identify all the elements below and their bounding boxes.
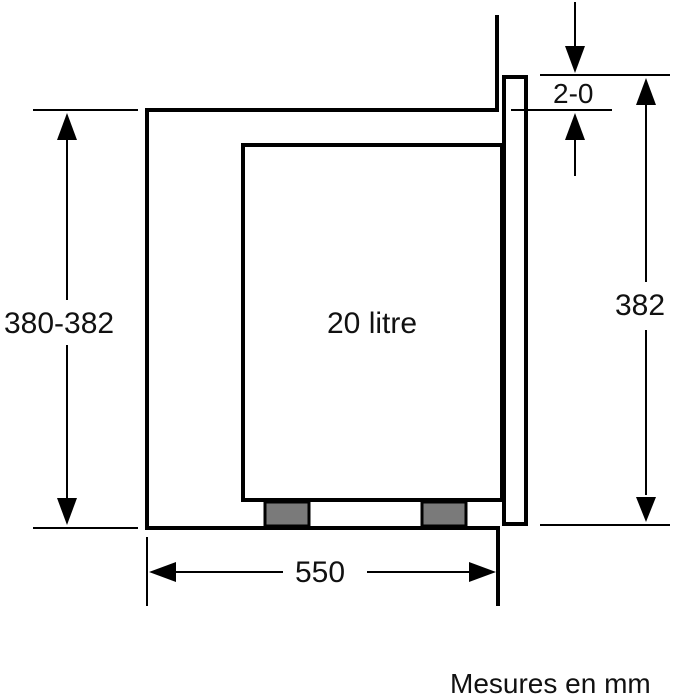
depth-dimension <box>146 537 496 606</box>
units-note: Mesures en mm <box>450 668 651 699</box>
gap-dimension <box>511 2 612 176</box>
cabinet-height-label: 380-382 <box>4 307 115 340</box>
appliance-height-dimension <box>540 74 670 526</box>
cabinet-niche <box>145 15 500 606</box>
capacity-label: 20 litre <box>327 307 418 340</box>
appliance-height-label: 382 <box>615 289 666 322</box>
depth-label: 550 <box>295 556 346 589</box>
appliance-foot-right <box>420 500 468 528</box>
appliance-front-panel <box>502 75 528 526</box>
cabinet-height-dimension <box>33 109 138 529</box>
appliance-foot-left <box>263 500 311 528</box>
gap-label: 2-0 <box>553 78 594 109</box>
